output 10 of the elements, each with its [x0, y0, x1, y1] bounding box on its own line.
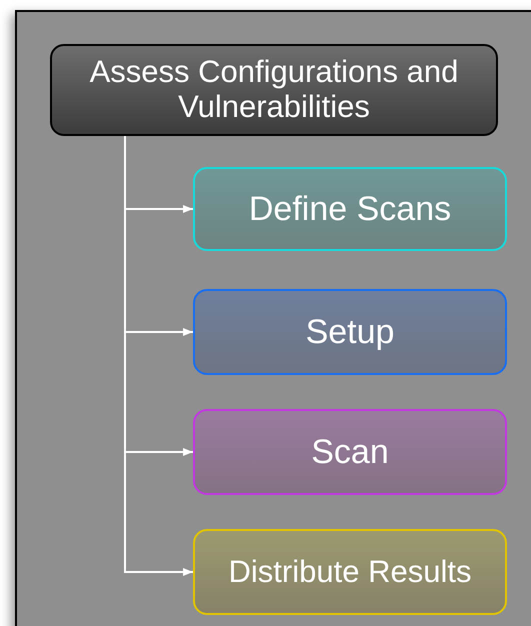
process-box	[50, 44, 498, 136]
box-label: Scan	[310, 432, 390, 472]
box-label: Define Scans	[248, 188, 452, 230]
box-label: Setup	[304, 312, 396, 352]
process-box	[193, 289, 507, 375]
process-box	[193, 409, 507, 495]
box-label: Assess Configurations and Vulnerabilities	[88, 55, 460, 125]
process-box	[193, 529, 507, 615]
box-label: Distribute Results	[228, 552, 472, 591]
process-box	[193, 167, 507, 251]
